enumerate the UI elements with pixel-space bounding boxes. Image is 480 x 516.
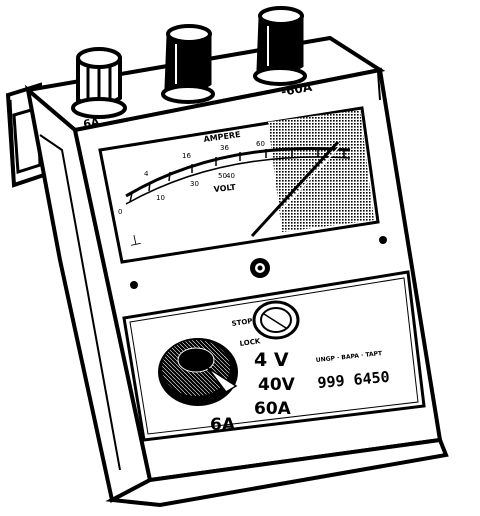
meter-window: 4 16 36 60 0 10 30 40 AMPERE 50 VOLT ⊥ xyxy=(98,106,380,264)
lock-label: LOCK xyxy=(239,337,261,348)
terminal-right[interactable] xyxy=(253,6,307,86)
range-label-60a: 60A xyxy=(254,399,292,419)
terminal-right-marking: -60A xyxy=(280,80,314,99)
meter-shadow-area xyxy=(268,110,374,232)
scale-upper-label-2: 16 xyxy=(182,152,191,160)
stop-lock-button[interactable] xyxy=(252,300,300,340)
range-label-4v: 4 V xyxy=(254,349,289,371)
meter-mid-label: 50 xyxy=(218,172,227,180)
zero-adjust-screw-icon[interactable] xyxy=(250,258,270,278)
scale-lower-label-2: 10 xyxy=(156,194,165,202)
screw-right-icon xyxy=(379,236,387,244)
range-label-40v: 40V xyxy=(258,375,296,395)
meter-mirror-glyph: ⊥ xyxy=(128,232,143,250)
terminal-left[interactable] xyxy=(71,47,127,119)
screw-left-icon xyxy=(130,281,138,289)
meter-needle xyxy=(250,140,340,238)
scale-upper-label-3: 36 xyxy=(220,144,229,152)
meter-scale-ticks xyxy=(129,148,345,203)
scale-lower-label-4: 40 xyxy=(226,172,235,180)
terminal-left-marking: 6A xyxy=(82,115,101,131)
bottom-edge xyxy=(105,437,449,508)
range-label-6a: 6A xyxy=(210,415,236,435)
meter-unit-label: VOLT xyxy=(213,183,236,194)
terminal-middle-marking: − xyxy=(190,98,204,116)
range-selector-knob[interactable] xyxy=(158,338,238,406)
scale-upper-label-1: 4 xyxy=(144,170,149,178)
scale-lower-label-3: 30 xyxy=(190,180,199,188)
scale-lower-label-1: 0 xyxy=(118,208,122,216)
stop-label: STOP xyxy=(231,317,253,328)
scale-upper-label-4: 60 xyxy=(256,140,265,148)
terminal-middle[interactable] xyxy=(161,24,215,104)
